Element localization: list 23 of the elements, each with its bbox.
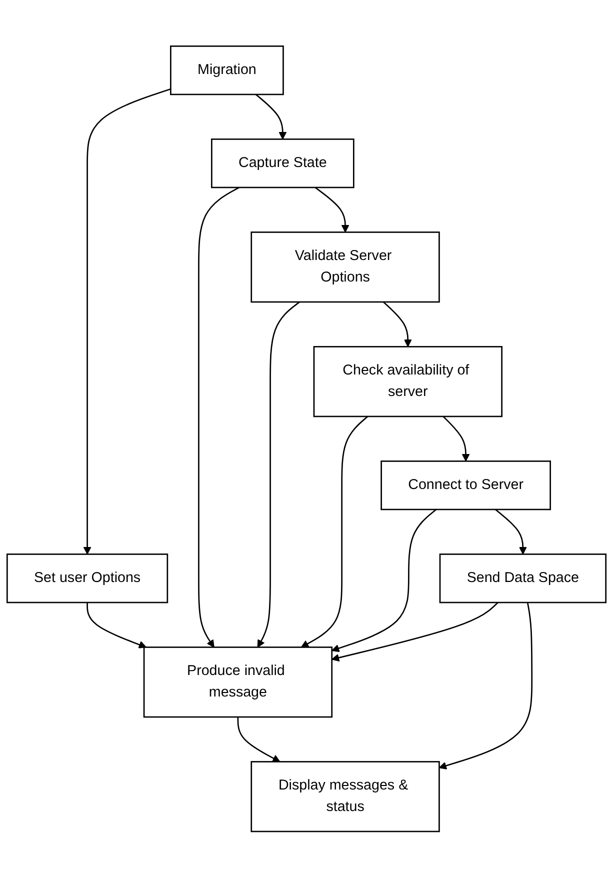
node-box: Produce invalid message [143, 646, 333, 718]
arrow [237, 716, 280, 762]
arrow [382, 301, 412, 347]
node-box: Migration [170, 45, 284, 95]
arrow [442, 416, 470, 462]
arrow [300, 416, 368, 648]
node-box: Send Data Space [439, 553, 607, 603]
arrow [495, 508, 527, 554]
arrow [83, 88, 171, 554]
arrow [198, 186, 240, 648]
arrow [332, 508, 437, 652]
arrow [257, 301, 300, 648]
arrow [314, 186, 350, 232]
node-box: Check availability of server [313, 346, 502, 417]
arrow [86, 602, 146, 648]
node-box: Validate Server Options [250, 231, 440, 302]
node-box: Set user Options [6, 553, 168, 603]
node-box: Connect to Server [380, 460, 551, 510]
node-box: Capture State [211, 138, 354, 188]
arrow [438, 602, 533, 770]
arrow [255, 94, 287, 140]
arrow [332, 602, 498, 662]
node-box: Display messages & status [250, 760, 440, 832]
